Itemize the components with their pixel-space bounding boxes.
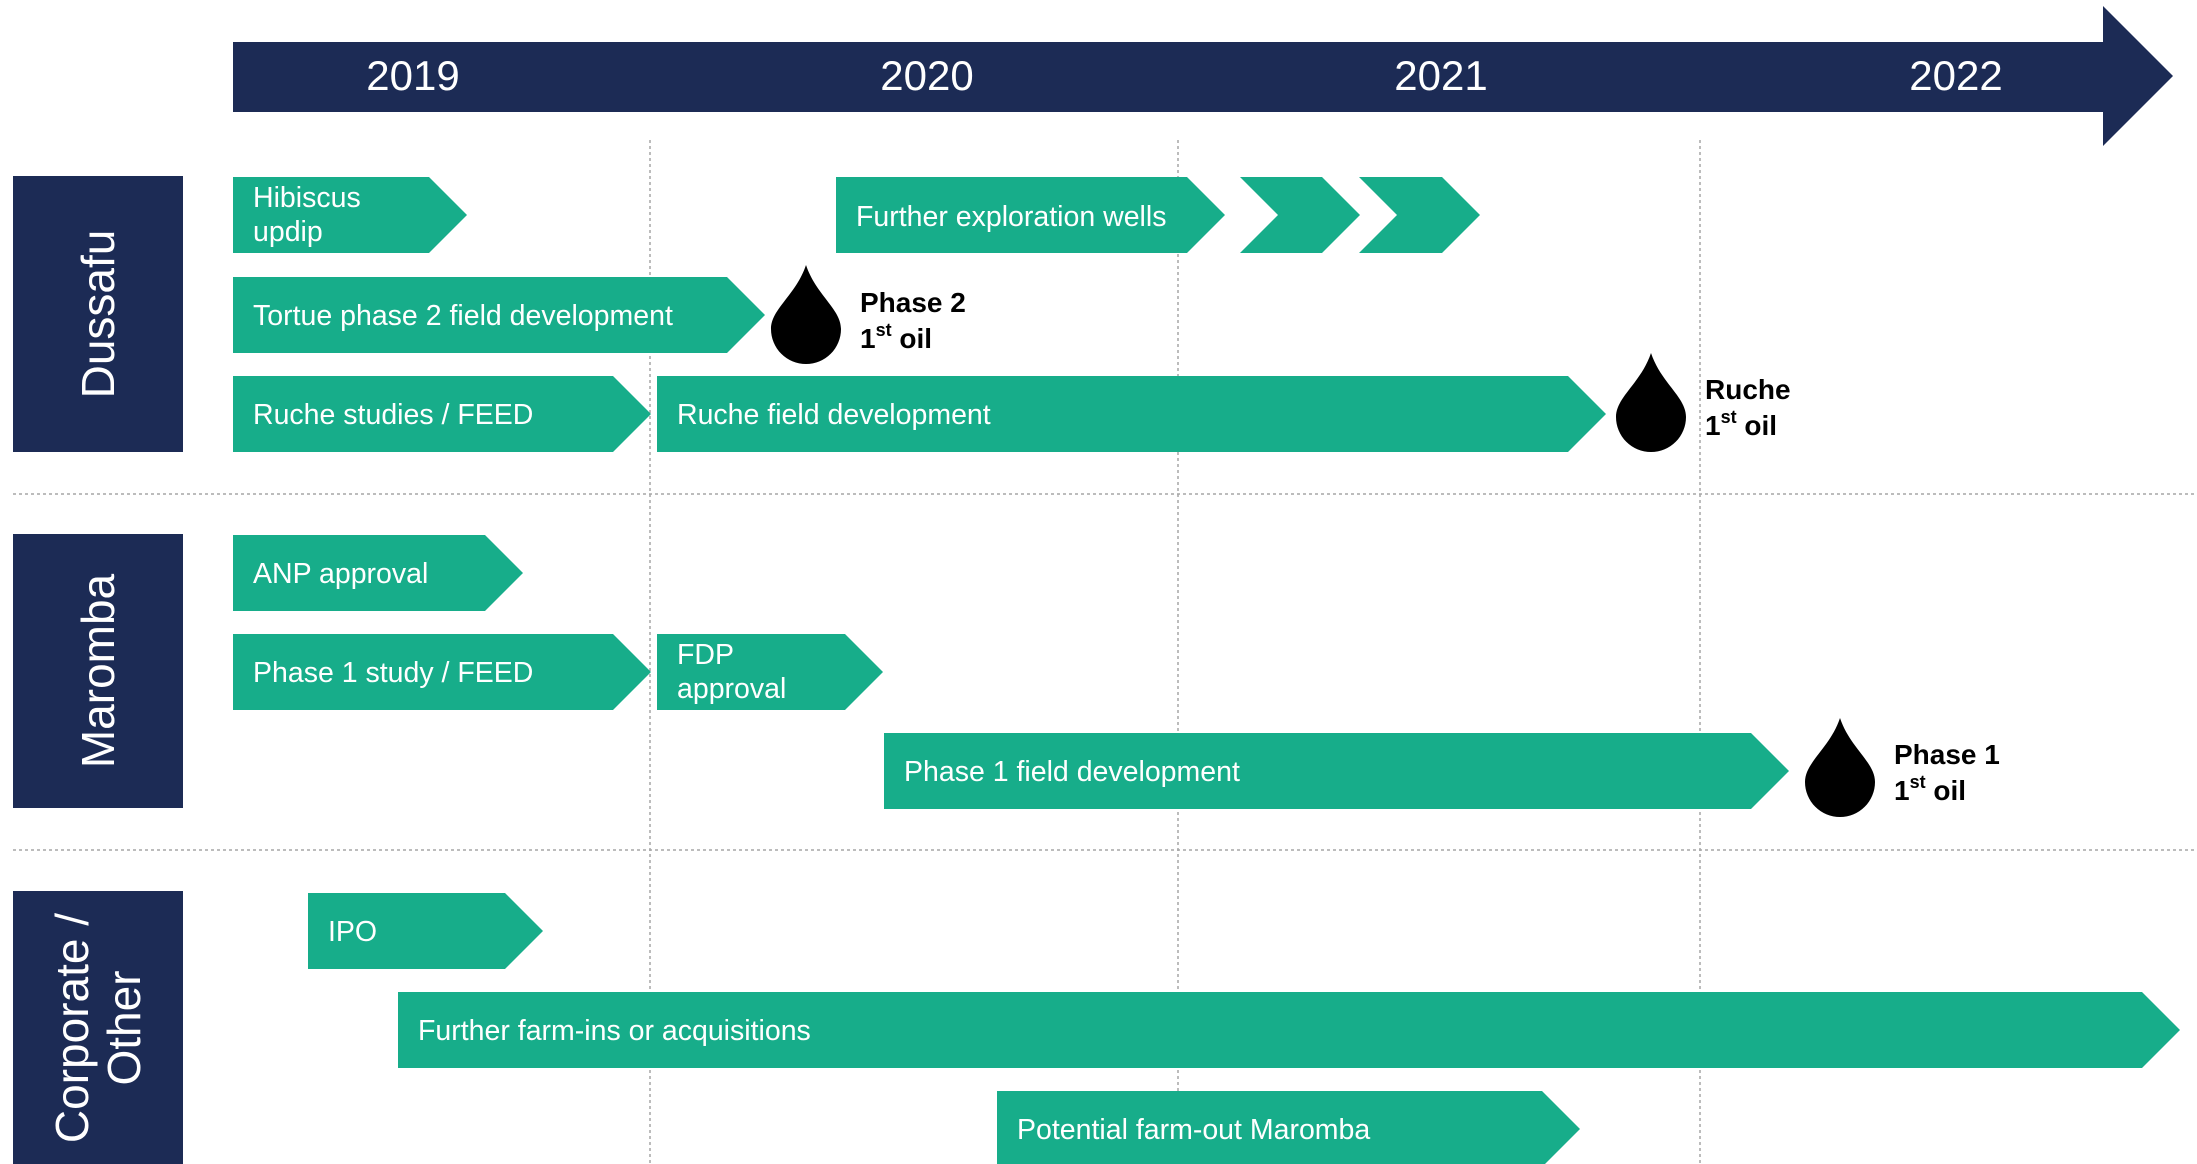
milestone-title: Phase 2: [860, 287, 966, 318]
bar-fdp-approval: [657, 634, 883, 710]
milestone-subtitle: 1st oil: [860, 320, 933, 354]
milestone-label-phase-1-first-oil: Phase 1 1st oil: [1894, 737, 2000, 809]
section-header-corporate-other: Corporate / Other: [13, 891, 183, 1164]
year-label-2019: 2019: [366, 52, 460, 99]
oil-drop-icon: [771, 265, 841, 364]
section-label: Corporate / Other: [46, 912, 150, 1143]
year-label-2020: 2020: [880, 52, 974, 99]
bar-chevron-extension: [1240, 177, 1360, 253]
section-label: Dussafu: [72, 229, 124, 399]
year-label-2022: 2022: [1909, 52, 2003, 99]
bar-hibiscus-updip: [233, 177, 467, 253]
bar-ruche-field-development: [657, 376, 1606, 452]
milestone-label-phase-2-first-oil: Phase 2 1st oil: [860, 285, 966, 357]
section-header-dussafu: Dussafu: [13, 176, 183, 452]
bar-potential-farm-out-maromba: [997, 1091, 1580, 1164]
year-label-2021: 2021: [1394, 52, 1488, 99]
drops-layer: [771, 265, 1875, 817]
bar-further-exploration-wells: [836, 177, 1225, 253]
milestone-title: Phase 1: [1894, 739, 2000, 770]
bars-layer: [233, 177, 2180, 1164]
bar-chevron-extension: [1359, 177, 1480, 253]
milestone-title: Ruche: [1705, 374, 1791, 405]
milestone-subtitle: 1st oil: [1894, 772, 1967, 806]
bar-further-farm-ins: [398, 992, 2180, 1068]
bar-ipo: [308, 893, 543, 969]
bar-ruche-studies-feed: [233, 376, 651, 452]
timeline-arrow: [233, 6, 2173, 146]
milestone-subtitle: 1st oil: [1705, 407, 1778, 441]
oil-drop-icon: [1616, 353, 1686, 452]
milestone-label-ruche-first-oil: Ruche 1st oil: [1705, 372, 1791, 444]
bar-phase-1-study-feed: [233, 634, 651, 710]
oil-drop-icon: [1805, 718, 1875, 817]
bar-anp-approval: [233, 535, 523, 611]
bar-phase-1-field-development: [884, 733, 1789, 809]
section-label: Maromba: [72, 573, 124, 769]
section-header-maromba: Maromba: [13, 534, 183, 808]
bar-tortue-phase-2: [233, 277, 765, 353]
